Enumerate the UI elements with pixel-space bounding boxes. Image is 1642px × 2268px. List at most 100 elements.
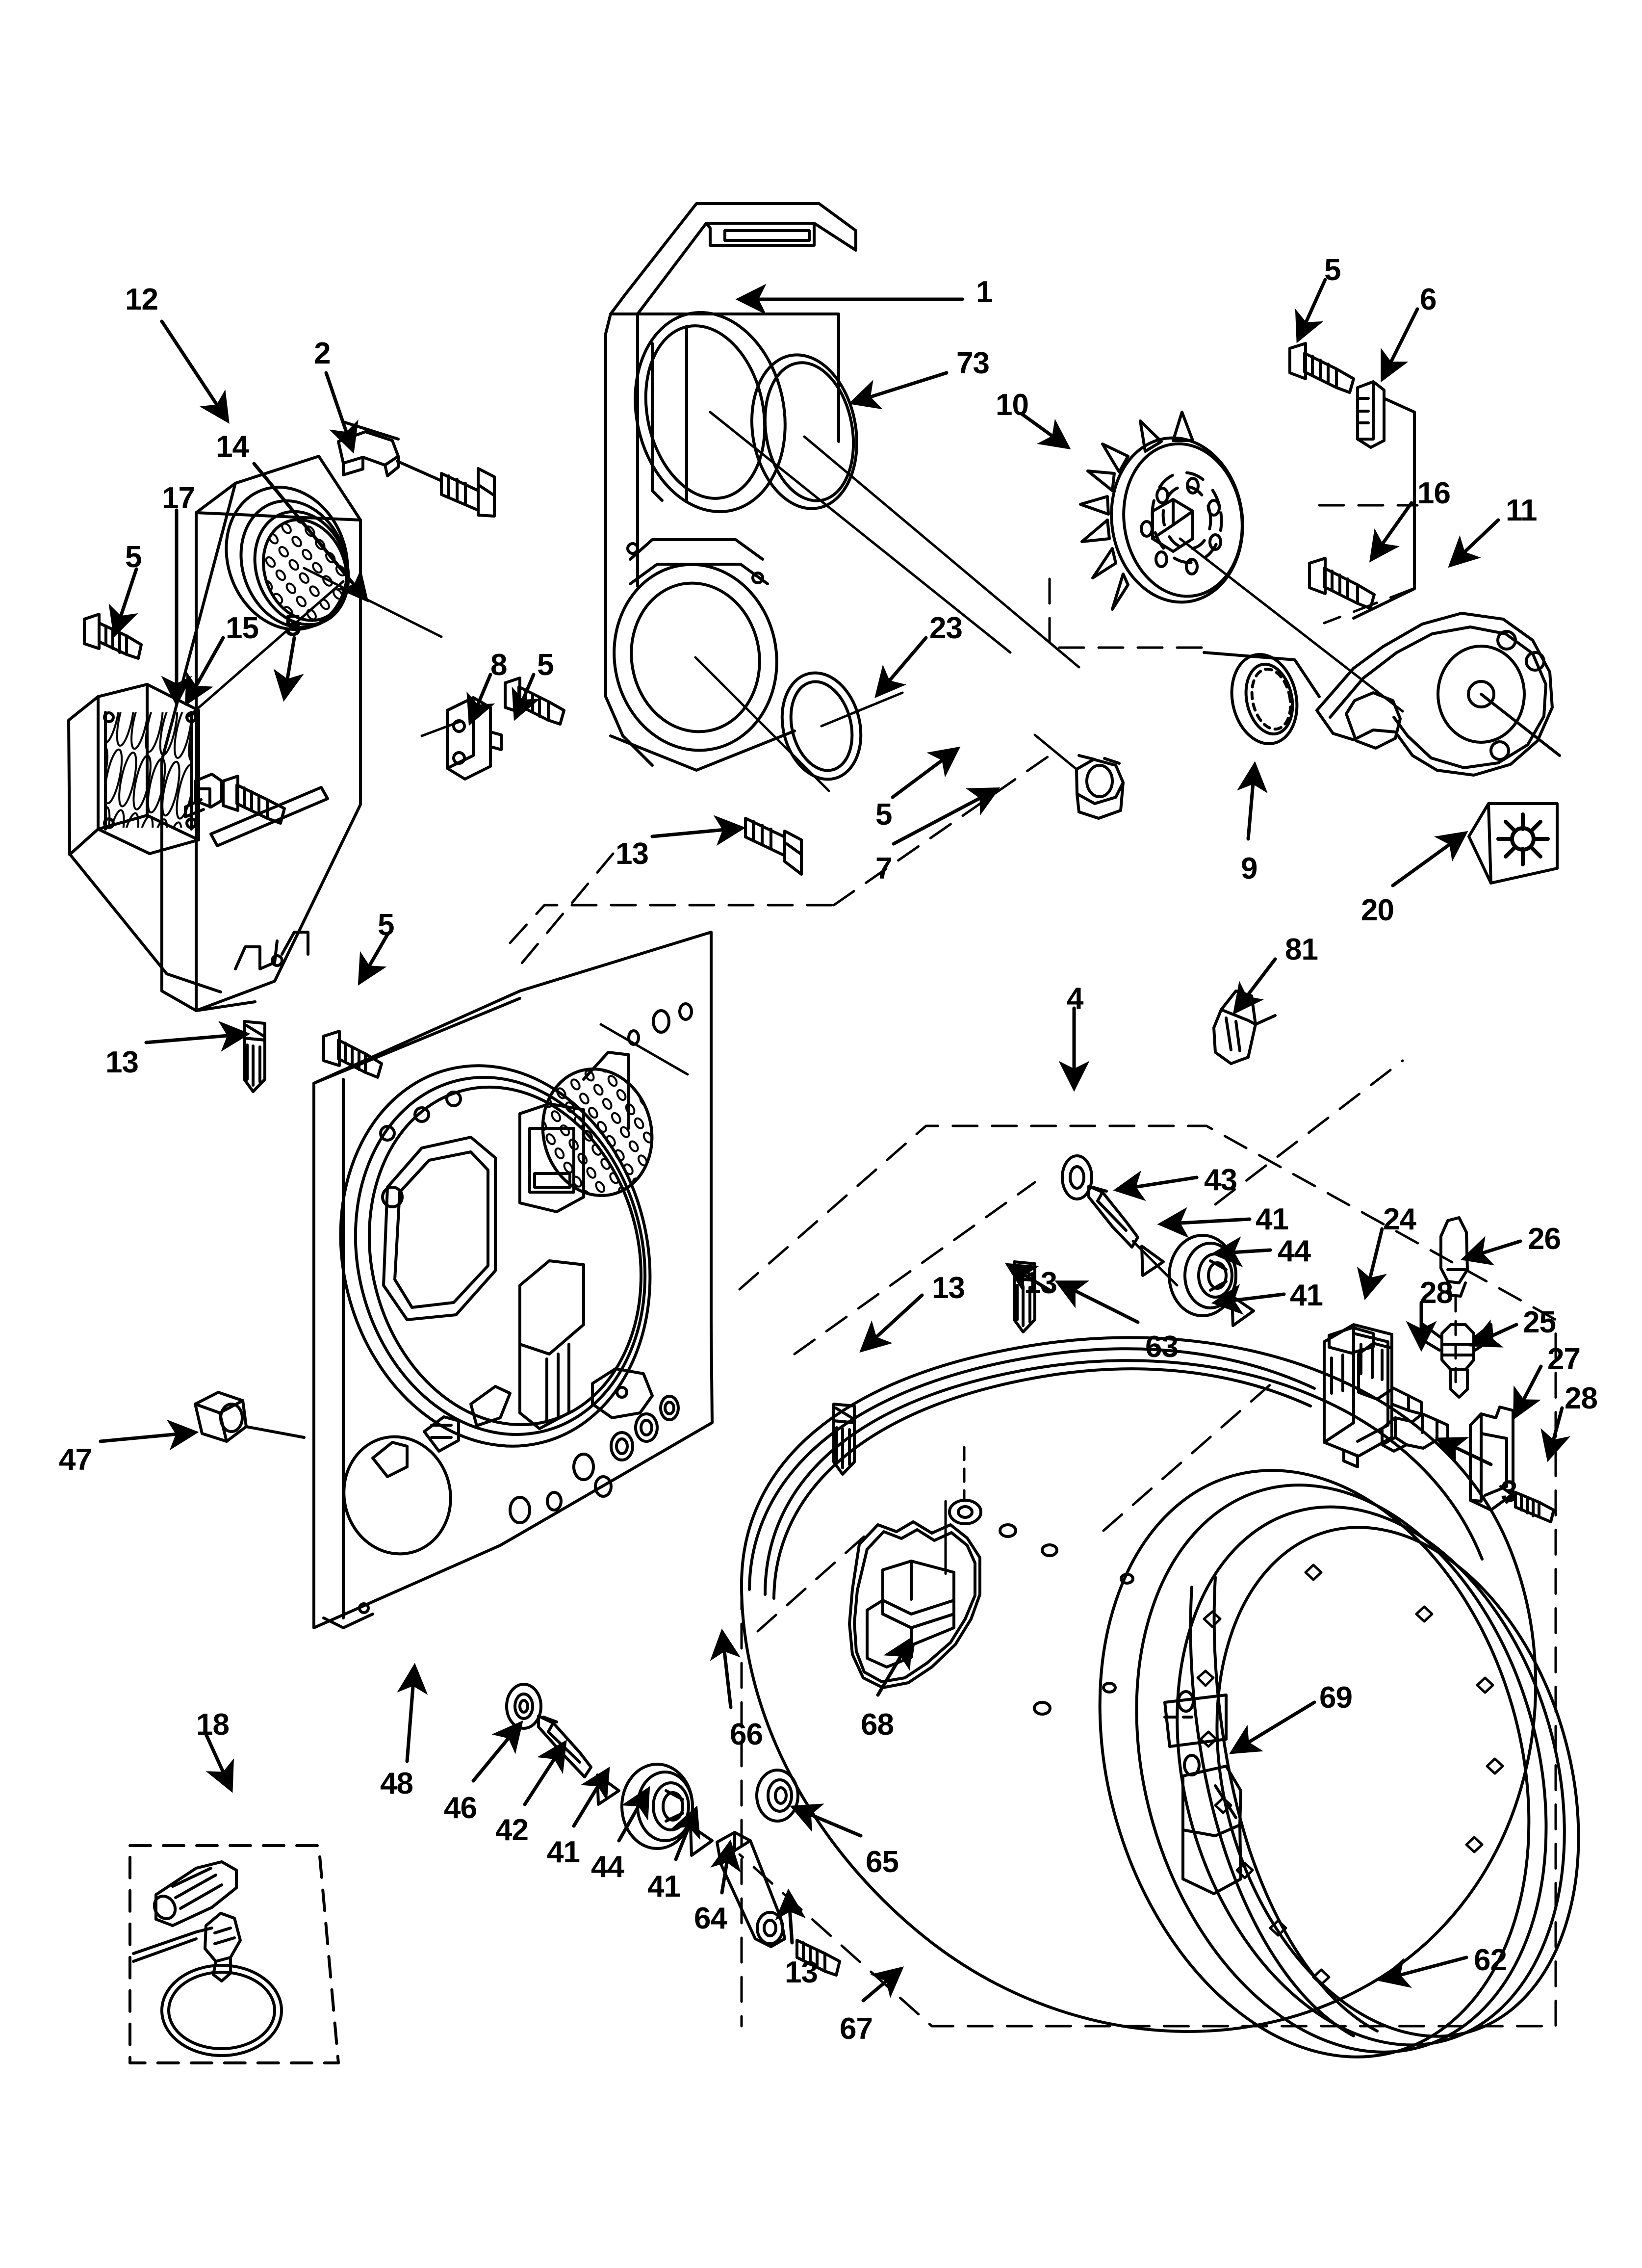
callout-label-5: 5 xyxy=(378,908,394,942)
callout-arrow-13 xyxy=(859,1293,924,1353)
callout-label-69: 69 xyxy=(1319,1681,1353,1715)
callout-arrow-41 xyxy=(671,1805,700,1861)
callout-label-13: 13 xyxy=(785,1955,818,1989)
part-23-ring xyxy=(780,671,863,781)
callout-arrow-66 xyxy=(710,1628,741,1709)
callout-arrow-8 xyxy=(466,673,495,726)
callout-label-27: 27 xyxy=(1547,1342,1581,1376)
callout-label-20: 20 xyxy=(1361,893,1394,927)
part-4-washer xyxy=(1061,1154,1093,1200)
callout-arrow-81 xyxy=(1232,957,1277,1015)
callout-label-63: 63 xyxy=(1145,1330,1179,1364)
callout-arrow-48 xyxy=(397,1663,428,1763)
callout-arrow-3 xyxy=(1435,1437,1493,1466)
part-44-roller xyxy=(620,1763,694,1850)
callout-label-9: 9 xyxy=(1241,852,1257,886)
callout-arrow-42 xyxy=(523,1740,567,1806)
callout-arrow-14 xyxy=(252,462,369,603)
callout-arrow-13 xyxy=(650,815,746,846)
callout-arrow-5 xyxy=(891,746,961,799)
part-73-seal-ring xyxy=(750,353,858,510)
callout-label-65: 65 xyxy=(866,1845,899,1879)
callout-label-13: 13 xyxy=(932,1271,965,1305)
callout-arrow-26 xyxy=(1460,1236,1522,1266)
callout-label-14: 14 xyxy=(216,430,249,464)
part-41-clip-a xyxy=(1140,1245,1165,1277)
callout-label-47: 47 xyxy=(59,1443,92,1477)
part-69-drum-rib xyxy=(1163,1564,1504,2037)
callout-arrow-23 xyxy=(874,636,928,698)
callout-label-62: 62 xyxy=(1474,1943,1507,1977)
callout-arrow-27 xyxy=(1513,1364,1543,1420)
callout-label-12: 12 xyxy=(125,283,158,316)
callout-arrow-2 xyxy=(324,371,359,454)
part-9-bearing xyxy=(1203,651,1321,745)
callout-label-26: 26 xyxy=(1528,1222,1561,1256)
callout-label-2: 2 xyxy=(314,337,331,370)
part-10-blower-wheel xyxy=(1079,411,1244,611)
callout-label-42: 42 xyxy=(495,1813,529,1847)
callout-arrow-41 xyxy=(572,1767,610,1828)
part-46-washer xyxy=(505,1683,542,1730)
part-1-blower-housing xyxy=(604,202,857,772)
callout-label-64: 64 xyxy=(694,1902,727,1935)
callout-arrow-47 xyxy=(99,1419,199,1451)
callout-arrow-6 xyxy=(1381,307,1419,383)
part-42-pin xyxy=(537,1715,592,1778)
part-20-label-plate xyxy=(1467,802,1559,885)
callout-arrow-73 xyxy=(848,371,949,410)
part-27-lamp-cover xyxy=(1469,1406,1514,1512)
callout-label-46: 46 xyxy=(444,1791,477,1825)
callout-label-66: 66 xyxy=(730,1718,763,1751)
callout-label-4: 4 xyxy=(1067,982,1083,1016)
callout-arrow-5 xyxy=(108,567,138,638)
callout-arrow-20 xyxy=(1391,831,1468,887)
part-5-screw-top xyxy=(1288,342,1355,394)
callout-label-43: 43 xyxy=(1204,1163,1237,1197)
callout-arrow-46 xyxy=(471,1720,523,1783)
callout-arrow-13 xyxy=(1005,1263,1052,1293)
callout-arrow-25 xyxy=(1469,1319,1518,1348)
callout-arrow-62 xyxy=(1378,1955,1468,1988)
callout-label-28: 28 xyxy=(1565,1382,1598,1415)
callout-label-13: 13 xyxy=(105,1045,139,1079)
callout-label-41: 41 xyxy=(547,1835,580,1869)
part-41-clip-d xyxy=(689,1825,714,1857)
callout-arrow-41 xyxy=(1211,1284,1286,1315)
callout-arrow-69 xyxy=(1229,1700,1316,1754)
callout-label-41: 41 xyxy=(1290,1278,1323,1312)
callout-arrow-64 xyxy=(710,1839,741,1895)
part-18-inset-box xyxy=(128,1844,340,2064)
part-64-roller-shaft xyxy=(716,1831,786,1948)
callout-label-73: 73 xyxy=(956,346,990,380)
callout-label-48: 48 xyxy=(380,1767,413,1800)
leader-7 xyxy=(1033,733,1078,771)
callout-arrow-11 xyxy=(1448,518,1500,568)
callout-arrow-63 xyxy=(1054,1280,1140,1324)
callout-label-17: 17 xyxy=(162,481,195,515)
callout-arrow-5 xyxy=(1295,278,1327,343)
callout-label-5: 5 xyxy=(284,609,301,643)
callout-label-5: 5 xyxy=(875,798,892,832)
callout-label-67: 67 xyxy=(840,2012,873,2046)
callout-arrow-44 xyxy=(1211,1236,1272,1268)
part-65-washer xyxy=(755,1769,799,1823)
callout-arrow-7 xyxy=(892,787,1001,846)
callout-arrow-16 xyxy=(1369,501,1413,563)
part-43-shaft xyxy=(1087,1185,1139,1249)
callout-arrow-24 xyxy=(1357,1227,1387,1301)
callout-arrow-5 xyxy=(273,636,304,702)
sun-icon xyxy=(1496,812,1550,866)
callout-label-10: 10 xyxy=(996,388,1029,422)
part-24-thermostat xyxy=(1323,1323,1423,1468)
callout-arrow-67 xyxy=(861,1966,904,2003)
callout-arrow-5 xyxy=(358,933,389,986)
callout-label-5: 5 xyxy=(125,540,142,574)
callout-arrow-13 xyxy=(144,1021,251,1052)
part-11-motor xyxy=(1315,612,1561,777)
callout-arrow-5 xyxy=(512,673,540,721)
callout-arrow-13 xyxy=(775,1888,806,1945)
part-48-bulkhead xyxy=(312,931,714,1629)
